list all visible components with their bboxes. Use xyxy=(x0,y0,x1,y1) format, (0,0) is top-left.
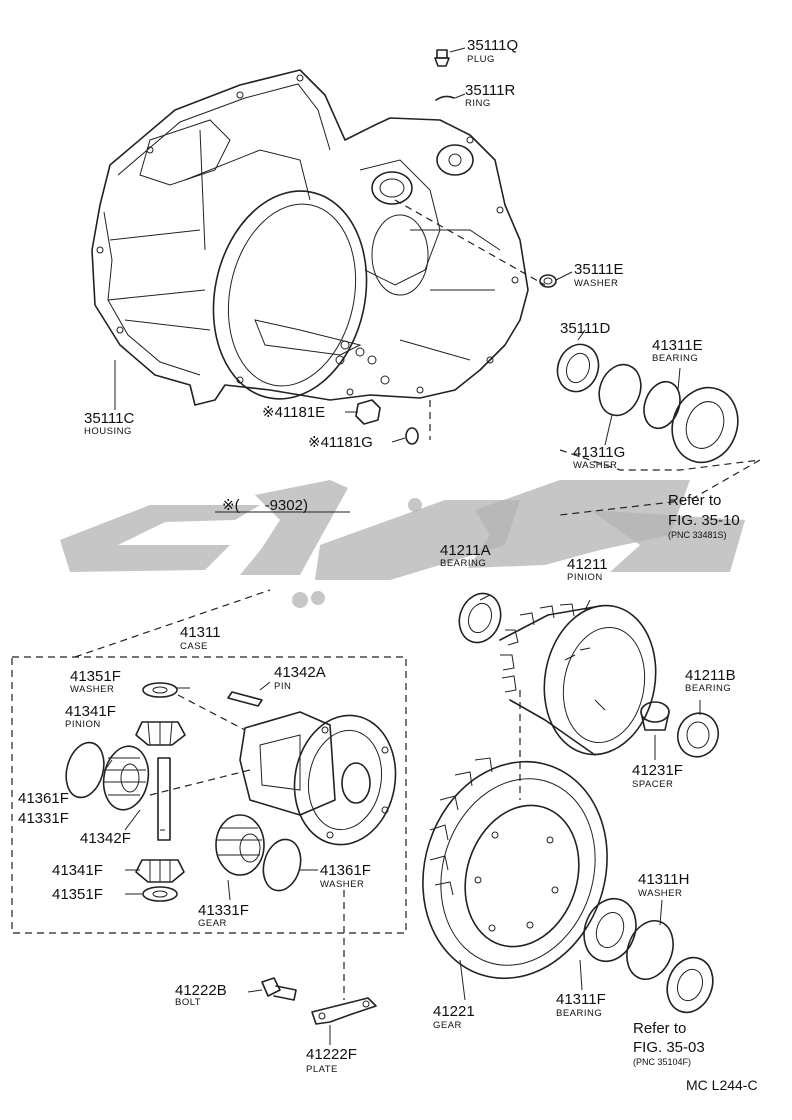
washer-41361f-right-icon xyxy=(262,838,302,892)
bearing-41311e-icon xyxy=(643,380,739,464)
label-pinion-41341f: PINION xyxy=(65,719,101,730)
label-41311h: 41311H xyxy=(638,871,689,888)
label-41221: 41221 xyxy=(433,1003,475,1020)
label-bearing-41211b: BEARING xyxy=(685,683,731,694)
label-35111d: 35111D xyxy=(560,320,610,337)
plug-icon xyxy=(434,49,450,67)
gear-41331f-right-icon xyxy=(215,814,265,876)
bearing-41311f-icon xyxy=(583,897,637,963)
label-pinion-41211: PINION xyxy=(567,572,603,583)
label-plate: PLATE xyxy=(306,1064,338,1075)
ring-gear-41221-icon xyxy=(422,757,608,980)
label-41181e: ※41181E xyxy=(262,404,325,421)
label-washer-41311g: WASHER xyxy=(573,460,617,471)
pinion-41211-icon xyxy=(499,603,657,756)
label-41331f-left: 41331F xyxy=(18,810,69,827)
bearing-41211b-icon xyxy=(676,712,720,758)
label-ring: RING xyxy=(465,98,491,109)
label-41341f-lower: 41341F xyxy=(52,862,103,879)
label-41341f: 41341F xyxy=(65,703,116,720)
label-spacer: SPACER xyxy=(632,779,673,790)
label-41361f-left: 41361F xyxy=(18,790,69,807)
ref1-fig: FIG. 35-10 xyxy=(668,512,740,529)
ref2-pnc: (PNC 35104F) xyxy=(633,1057,691,1067)
ref1-text: Refer to xyxy=(668,492,721,509)
washer-41311h-icon xyxy=(626,920,674,980)
bolt-41222b-icon xyxy=(261,977,297,1001)
label-gear-41331f: GEAR xyxy=(198,918,227,929)
figure-code: MC L244-C xyxy=(686,1077,758,1093)
washer-41361f-left-icon xyxy=(65,741,105,799)
label-41222f: 41222F xyxy=(306,1046,357,1063)
differential-case-icon xyxy=(239,711,397,846)
label-washer-35111e: WASHER xyxy=(574,278,618,289)
ref1-pnc: (PNC 33481S) xyxy=(668,530,727,540)
seal-35111d-icon xyxy=(556,343,600,393)
label-41222b: 41222B xyxy=(175,982,227,999)
pinion-41341f-lower-icon xyxy=(135,859,185,883)
ring-icon xyxy=(435,95,455,101)
spacer-icon xyxy=(640,701,670,731)
label-gear-41221: GEAR xyxy=(433,1020,462,1031)
label-bearing-41211a: BEARING xyxy=(440,558,486,569)
label-41211a: 41211A xyxy=(440,542,491,559)
label-bolt: BOLT xyxy=(175,997,201,1008)
label-bearing-41311f: BEARING xyxy=(556,1008,602,1019)
label-41311e: 41311E xyxy=(652,337,703,354)
label-washer-41311h: WASHER xyxy=(638,888,682,899)
label-41211b: 41211B xyxy=(685,667,736,684)
ref2-text: Refer to xyxy=(633,1020,686,1037)
plate-icon xyxy=(311,997,377,1025)
label-41311f: 41311F xyxy=(556,991,606,1008)
label-41181g: ※41181G xyxy=(308,434,373,451)
label-case: CASE xyxy=(180,641,208,652)
housing-drawing xyxy=(91,69,546,440)
bolt-41181g-icon xyxy=(405,427,419,445)
label-41351f-lower: 41351F xyxy=(52,886,103,903)
label-41211: 41211 xyxy=(567,556,608,573)
label-41311g: 41311G xyxy=(573,444,625,461)
label-41351f: 41351F xyxy=(70,668,121,685)
bearing-41211a-icon xyxy=(458,592,502,644)
washer-41351f-lower-icon xyxy=(142,886,178,902)
washer-41351f-icon xyxy=(142,682,178,698)
leader-lines xyxy=(104,47,701,1045)
race-icon xyxy=(666,956,714,1014)
label-date-range: ※( -9302) xyxy=(222,497,308,514)
label-bearing-41311e: BEARING xyxy=(652,353,698,364)
bolt-41181e-icon xyxy=(355,399,381,425)
pinion-41341f-icon xyxy=(135,721,186,746)
label-pin: PIN xyxy=(274,681,291,692)
shaft-41342f-icon xyxy=(157,757,171,841)
label-41342a: 41342A xyxy=(274,664,326,681)
washer-41311g-icon xyxy=(598,363,642,417)
label-35111r: 35111R xyxy=(465,82,515,99)
label-41361f-right: 41361F xyxy=(320,862,371,879)
label-washer-41351f: WASHER xyxy=(70,684,114,695)
label-41231f: 41231F xyxy=(632,762,683,779)
label-35111q: 35111Q xyxy=(467,37,518,54)
label-35111c: 35111C xyxy=(84,410,134,427)
case-outline xyxy=(11,656,407,934)
pin-icon xyxy=(227,691,263,707)
label-plug: PLUG xyxy=(467,54,495,65)
washer-35111e-icon xyxy=(539,274,557,288)
gear-41331f-left-icon xyxy=(102,745,150,811)
label-washer-41361f: WASHER xyxy=(320,879,364,890)
label-35111e: 35111E xyxy=(574,261,624,278)
label-41311: 41311 xyxy=(180,624,221,641)
ref2-fig: FIG. 35-03 xyxy=(633,1039,705,1056)
label-41331f-right: 41331F xyxy=(198,902,249,919)
label-41342f: 41342F xyxy=(80,830,131,847)
label-housing: HOUSING xyxy=(84,426,132,437)
watermark-logo xyxy=(60,480,745,608)
